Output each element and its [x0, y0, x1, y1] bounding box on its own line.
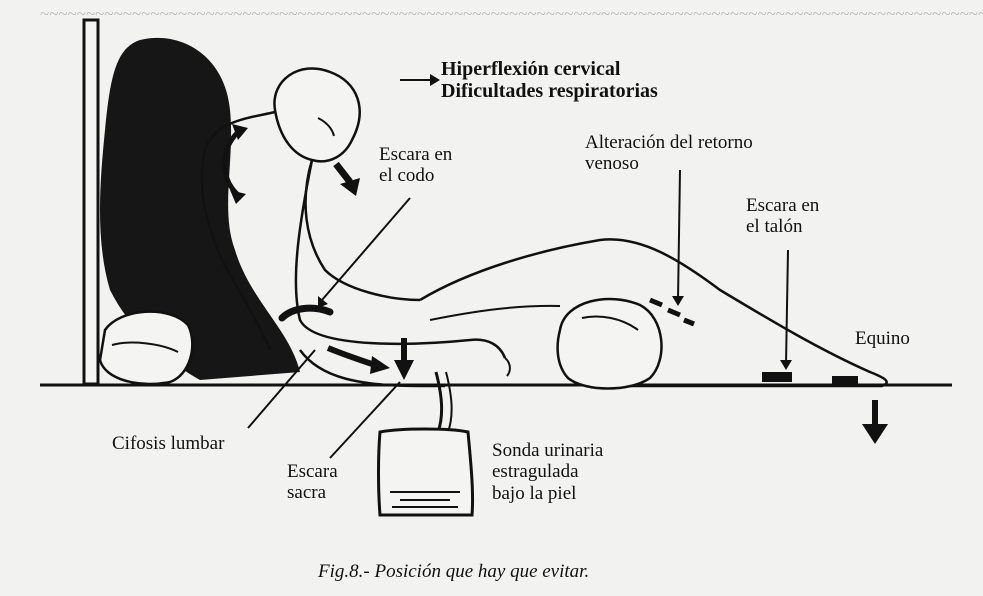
label-escara-talon-line2: el talón [746, 216, 803, 238]
sacrum-arrow-diag [326, 345, 376, 368]
label-retorno-venoso-line1: Alteración del retorno [585, 132, 753, 153]
label-escara-codo-line2: el codo [379, 165, 435, 187]
label-escara-codo: Escara en el codo [379, 144, 452, 187]
knee-roll [556, 297, 663, 390]
arm-outline [294, 159, 507, 359]
foot-pressure-mark [832, 376, 858, 384]
label-hyperflexion: Hiperflexión cervical Dificultades respi… [441, 58, 658, 103]
label-equino: Equino [855, 328, 910, 349]
leg-outline [419, 238, 888, 388]
curved-arrow-shoulder [222, 130, 240, 197]
label-cifosis-text: Cifosis lumbar [112, 433, 225, 454]
label-escara-sacra-line2: sacra [287, 482, 327, 504]
neck-pressure-arrow [333, 161, 353, 185]
label-hyperflexion-line1: Hiperflexión cervical [441, 58, 621, 80]
bed-backrest [82, 18, 100, 386]
heel-pressure-mark [762, 372, 792, 382]
elbow-pressure-mark [278, 304, 334, 322]
label-escara-sacra-line1: Escara [287, 461, 338, 482]
lower-pillow [98, 310, 194, 386]
catheter-tube [434, 371, 444, 433]
label-escara-codo-line1: Escara en [379, 144, 453, 165]
head-outline [273, 67, 361, 163]
label-escara-sacra: Escara sacra [287, 461, 338, 504]
label-cifosis: Cifosis lumbar [112, 433, 224, 454]
figure-caption: Fig.8.- Posición que hay que evitar. [318, 561, 590, 582]
buttock-outline [298, 349, 445, 388]
label-retorno-venoso: Alteración del retorno venoso [585, 132, 753, 175]
label-sonda-line3: bajo la piel [492, 482, 577, 504]
urine-bag [377, 427, 475, 517]
back-cushion [100, 37, 300, 380]
label-retorno-venoso-line2: venoso [585, 153, 639, 175]
label-escara-talon-line1: Escara en [746, 195, 820, 216]
label-equino-text: Equino [855, 328, 910, 349]
label-sonda-line1: Sonda urinaria [492, 440, 604, 461]
label-sonda-urinaria: Sonda urinaria estragulada bajo la piel [492, 440, 603, 504]
label-escara-talon: Escara en el talón [746, 195, 819, 238]
label-hyperflexion-line2: Dificultades respiratorias [441, 80, 658, 103]
bleed-through-text-top: ~~~~~~~~~~~~~~~~~~~~~~~~~~~~~~~~~~~~~~~~… [40, 4, 983, 23]
label-sonda-line2: estragulada [492, 461, 579, 483]
